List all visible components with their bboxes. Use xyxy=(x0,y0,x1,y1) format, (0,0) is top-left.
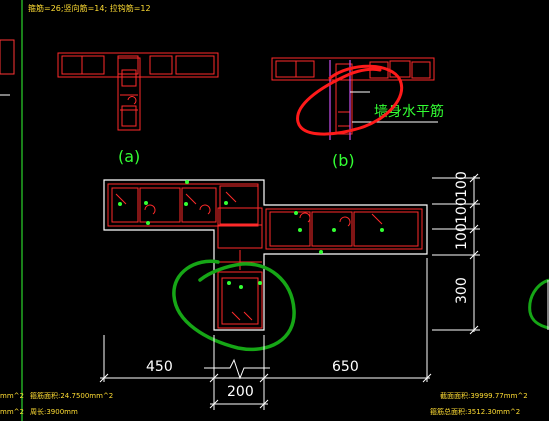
dimension-100-top: 100 xyxy=(454,171,470,198)
annotation-red-circle xyxy=(296,64,404,136)
left-edge-lines xyxy=(0,0,23,421)
bottom-left-text-2: mm^2 xyxy=(0,408,24,416)
dimension-100-bottom: 100 xyxy=(454,223,470,250)
main-section-outline[interactable] xyxy=(103,179,428,331)
bottom-right-text-1: 截面面积:39999.77mm^2 xyxy=(440,391,528,400)
detail-b-drawing[interactable] xyxy=(271,57,435,135)
label-a: (a) xyxy=(118,147,140,166)
right-dimension-lines xyxy=(432,173,480,335)
dimension-450: 450 xyxy=(146,359,173,375)
dimension-300: 300 xyxy=(454,277,470,304)
bottom-left-text-3: 箍筋面积:24.7500mm^2 xyxy=(30,391,113,400)
detail-a-drawing[interactable] xyxy=(57,52,219,131)
bottom-left-text-4: 周长:3900mm xyxy=(30,407,78,416)
annotation-wall-horizontal-rebar: 墙身水平筋 xyxy=(374,103,444,120)
dimension-200: 200 xyxy=(227,384,254,400)
top-note-text: 箍筋=26;竖向筋=14; 拉钩筋=12 xyxy=(28,3,151,13)
label-b: (b) xyxy=(332,151,355,170)
dimension-650: 650 xyxy=(332,359,359,375)
bottom-left-text-1: mm^2 xyxy=(0,392,24,400)
annotation-green-circle xyxy=(172,259,296,351)
main-section-rebar xyxy=(107,183,423,329)
bottom-dimension-lines xyxy=(99,258,432,410)
dimension-100-middle: 100 xyxy=(454,197,470,224)
right-edge-partial-shape xyxy=(528,278,549,330)
bottom-right-text-2: 箍筋总面积:3512.30mm^2 xyxy=(430,407,520,416)
rebar-points xyxy=(118,180,384,289)
